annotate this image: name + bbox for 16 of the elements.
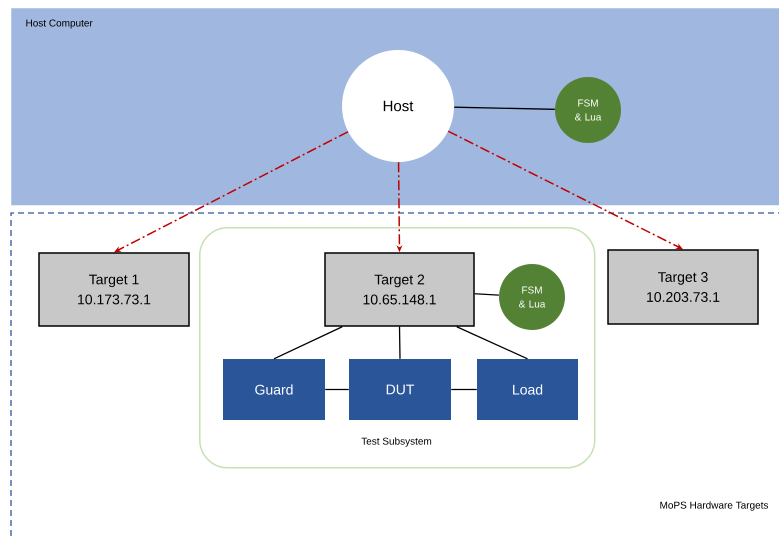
target-box: Target 1 10.173.73.1: [38, 252, 190, 327]
component-box: Guard: [223, 359, 325, 420]
connector: [274, 326, 343, 360]
component-box: DUT: [349, 359, 451, 420]
connector: [325, 388, 349, 390]
region-title: MoPS Hardware Targets: [660, 501, 768, 511]
connector: [451, 388, 477, 390]
target-box: Target 2 10.65.148.1: [324, 252, 475, 327]
component-box: Load: [477, 359, 578, 420]
connector: [474, 293, 499, 296]
target-box: Target 3 10.203.73.1: [607, 249, 759, 325]
subsystem-title: Test Subsystem: [361, 437, 432, 447]
connector: [398, 326, 401, 359]
connector: [454, 106, 555, 110]
connector: [456, 326, 528, 360]
band-title: Host Computer: [26, 19, 93, 29]
